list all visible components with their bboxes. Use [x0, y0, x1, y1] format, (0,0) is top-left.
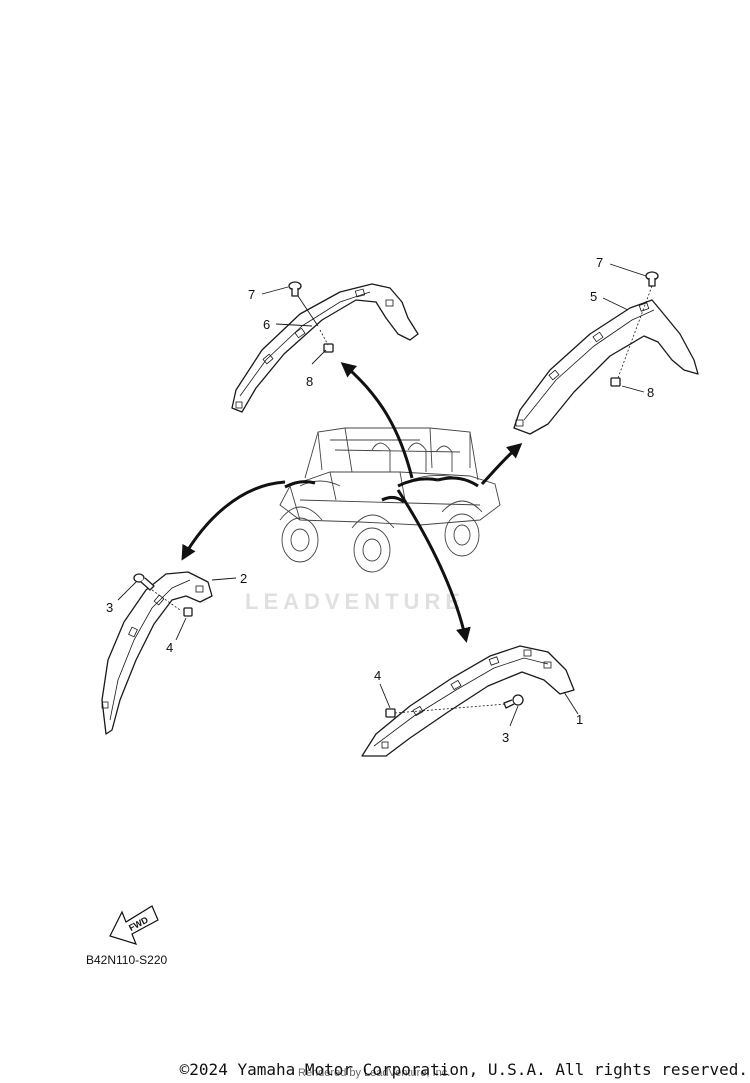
- callout-4-bottom-right: 4: [374, 668, 381, 683]
- copyright-text: ©2024 Yamaha Motor Corporation, U.S.A. A…: [179, 1060, 748, 1079]
- callout-7-top-right: 7: [596, 255, 603, 270]
- callout-7-top-left: 7: [248, 287, 255, 302]
- nut-8-top-left: [323, 343, 334, 353]
- callout-1: 1: [576, 712, 583, 727]
- fwd-arrow-icon: FWD: [109, 905, 159, 945]
- callout-4-bottom-left: 4: [166, 640, 173, 655]
- vehicle-illustration: [279, 427, 501, 573]
- diagram-code: B42N110-S220: [86, 953, 168, 967]
- watermark: LEADVENTURE: [245, 589, 465, 614]
- rendered-by-text: Rendered by LeadVenture, Inc.: [298, 1067, 451, 1079]
- nut-4-bottom-right: [385, 708, 396, 718]
- callout-8-top-left: 8: [306, 374, 313, 389]
- fender-flare-2: [101, 571, 213, 735]
- fender-flare-1: [361, 645, 575, 757]
- nut-8-top-right: [610, 377, 621, 387]
- callout-8-top-right: 8: [647, 385, 654, 400]
- bolt-7-top-left: [288, 281, 302, 297]
- pointer-arrows: [181, 362, 523, 643]
- bolt-7-top-right: [645, 271, 659, 287]
- callout-5: 5: [590, 289, 597, 304]
- fender-flare-5: [513, 299, 699, 435]
- callout-6: 6: [263, 317, 270, 332]
- callout-2: 2: [240, 571, 247, 586]
- bolt-3-bottom-right: [503, 694, 524, 709]
- callout-3-bottom-right: 3: [502, 730, 509, 745]
- bolt-3-bottom-left: [133, 573, 155, 591]
- callout-3-bottom-left: 3: [106, 600, 113, 615]
- nut-4-bottom-left: [183, 607, 193, 617]
- fender-flare-6: [231, 283, 419, 413]
